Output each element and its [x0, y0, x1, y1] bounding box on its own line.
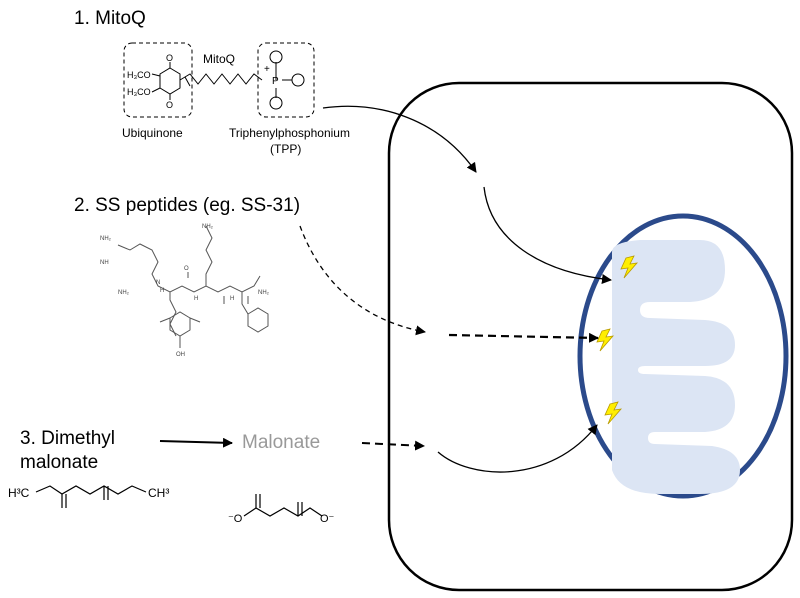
- ss31-nh2-c: NH₂: [202, 224, 214, 230]
- ubiquinone-box: [123, 42, 193, 118]
- ss31-n: N: [156, 280, 160, 286]
- malonate-labels: ⁻O O⁻: [228, 513, 335, 525]
- ss31-h-a: H: [160, 288, 164, 294]
- malonate-o-minus-right: O⁻: [320, 513, 335, 525]
- malonate-label: Malonate: [242, 432, 321, 453]
- mitoq-structure: O O H₃CO H₃CO P +: [123, 42, 315, 118]
- ss31-nh2-b: NH₂: [118, 290, 130, 296]
- ubiquinone-label: Ubiquinone: [122, 126, 183, 140]
- ss31-h-b: H: [194, 296, 198, 302]
- ss31-structure: [117, 225, 269, 348]
- tpp-label-line1: Triphenylphosphonium: [229, 126, 350, 140]
- ss31-nh-1: NH: [100, 260, 109, 266]
- dimethyl-malonate-structure: [35, 485, 147, 508]
- dimethyl-malonate-heading-line1: 3. Dimethyl: [20, 428, 116, 449]
- methoxy-bottom: H₃CO: [127, 87, 151, 97]
- cell-outline: [387, 81, 794, 592]
- ss-arrow-to-mitochondrion: [448, 332, 599, 343]
- quinone-oxygen-bottom: O: [166, 100, 173, 110]
- ss-peptides-heading: 2. SS peptides (eg. SS-31): [74, 195, 301, 216]
- malonate-arrow-to-cell: [361, 440, 425, 451]
- mitoq-arrow-to-cell: [322, 105, 477, 173]
- ss31-nh2-a: NH₂: [100, 236, 112, 242]
- dimethyl-malonate-labels: H³C CH³: [8, 486, 169, 500]
- mitoq-chain-label: MitoQ: [203, 52, 236, 66]
- ch3-label: CH³: [148, 486, 169, 500]
- lightning-bolt-icon: [604, 401, 623, 425]
- ss-arrow-to-cell: [299, 225, 426, 336]
- phosphorus-atom: P: [272, 76, 279, 87]
- malonate-o-minus-left: ⁻O: [228, 513, 243, 525]
- tpp-box: [257, 42, 315, 118]
- mitoq-arrow-to-mitochondrion: [483, 186, 612, 284]
- dimethyl-to-malonate-arrow: [159, 437, 233, 448]
- ss31-labels: NH₂ NH NH₂ NH₂ NH₂ N H H H OH O: [100, 224, 270, 358]
- ss31-oh: OH: [176, 352, 185, 358]
- mitochondrion-matrix: [612, 240, 740, 494]
- methoxy-top: H₃CO: [127, 70, 151, 80]
- ss31-o: O: [184, 266, 189, 272]
- quinone-oxygen-top: O: [166, 53, 173, 63]
- lightning-bolt-icon: [620, 255, 639, 279]
- ss31-nh2-d: NH₂: [258, 290, 270, 296]
- ss31-h-c: H: [230, 296, 234, 302]
- malonate-structure: [243, 494, 323, 517]
- mitoq-heading: 1. MitoQ: [74, 8, 146, 29]
- dimethyl-malonate-heading-line2: malonate: [20, 452, 99, 473]
- malonate-arrow-to-mitochondrion: [437, 424, 598, 473]
- h3c-label: H³C: [8, 486, 30, 500]
- phosphonium-charge: +: [264, 64, 270, 75]
- tpp-label-line2: (TPP): [270, 142, 302, 156]
